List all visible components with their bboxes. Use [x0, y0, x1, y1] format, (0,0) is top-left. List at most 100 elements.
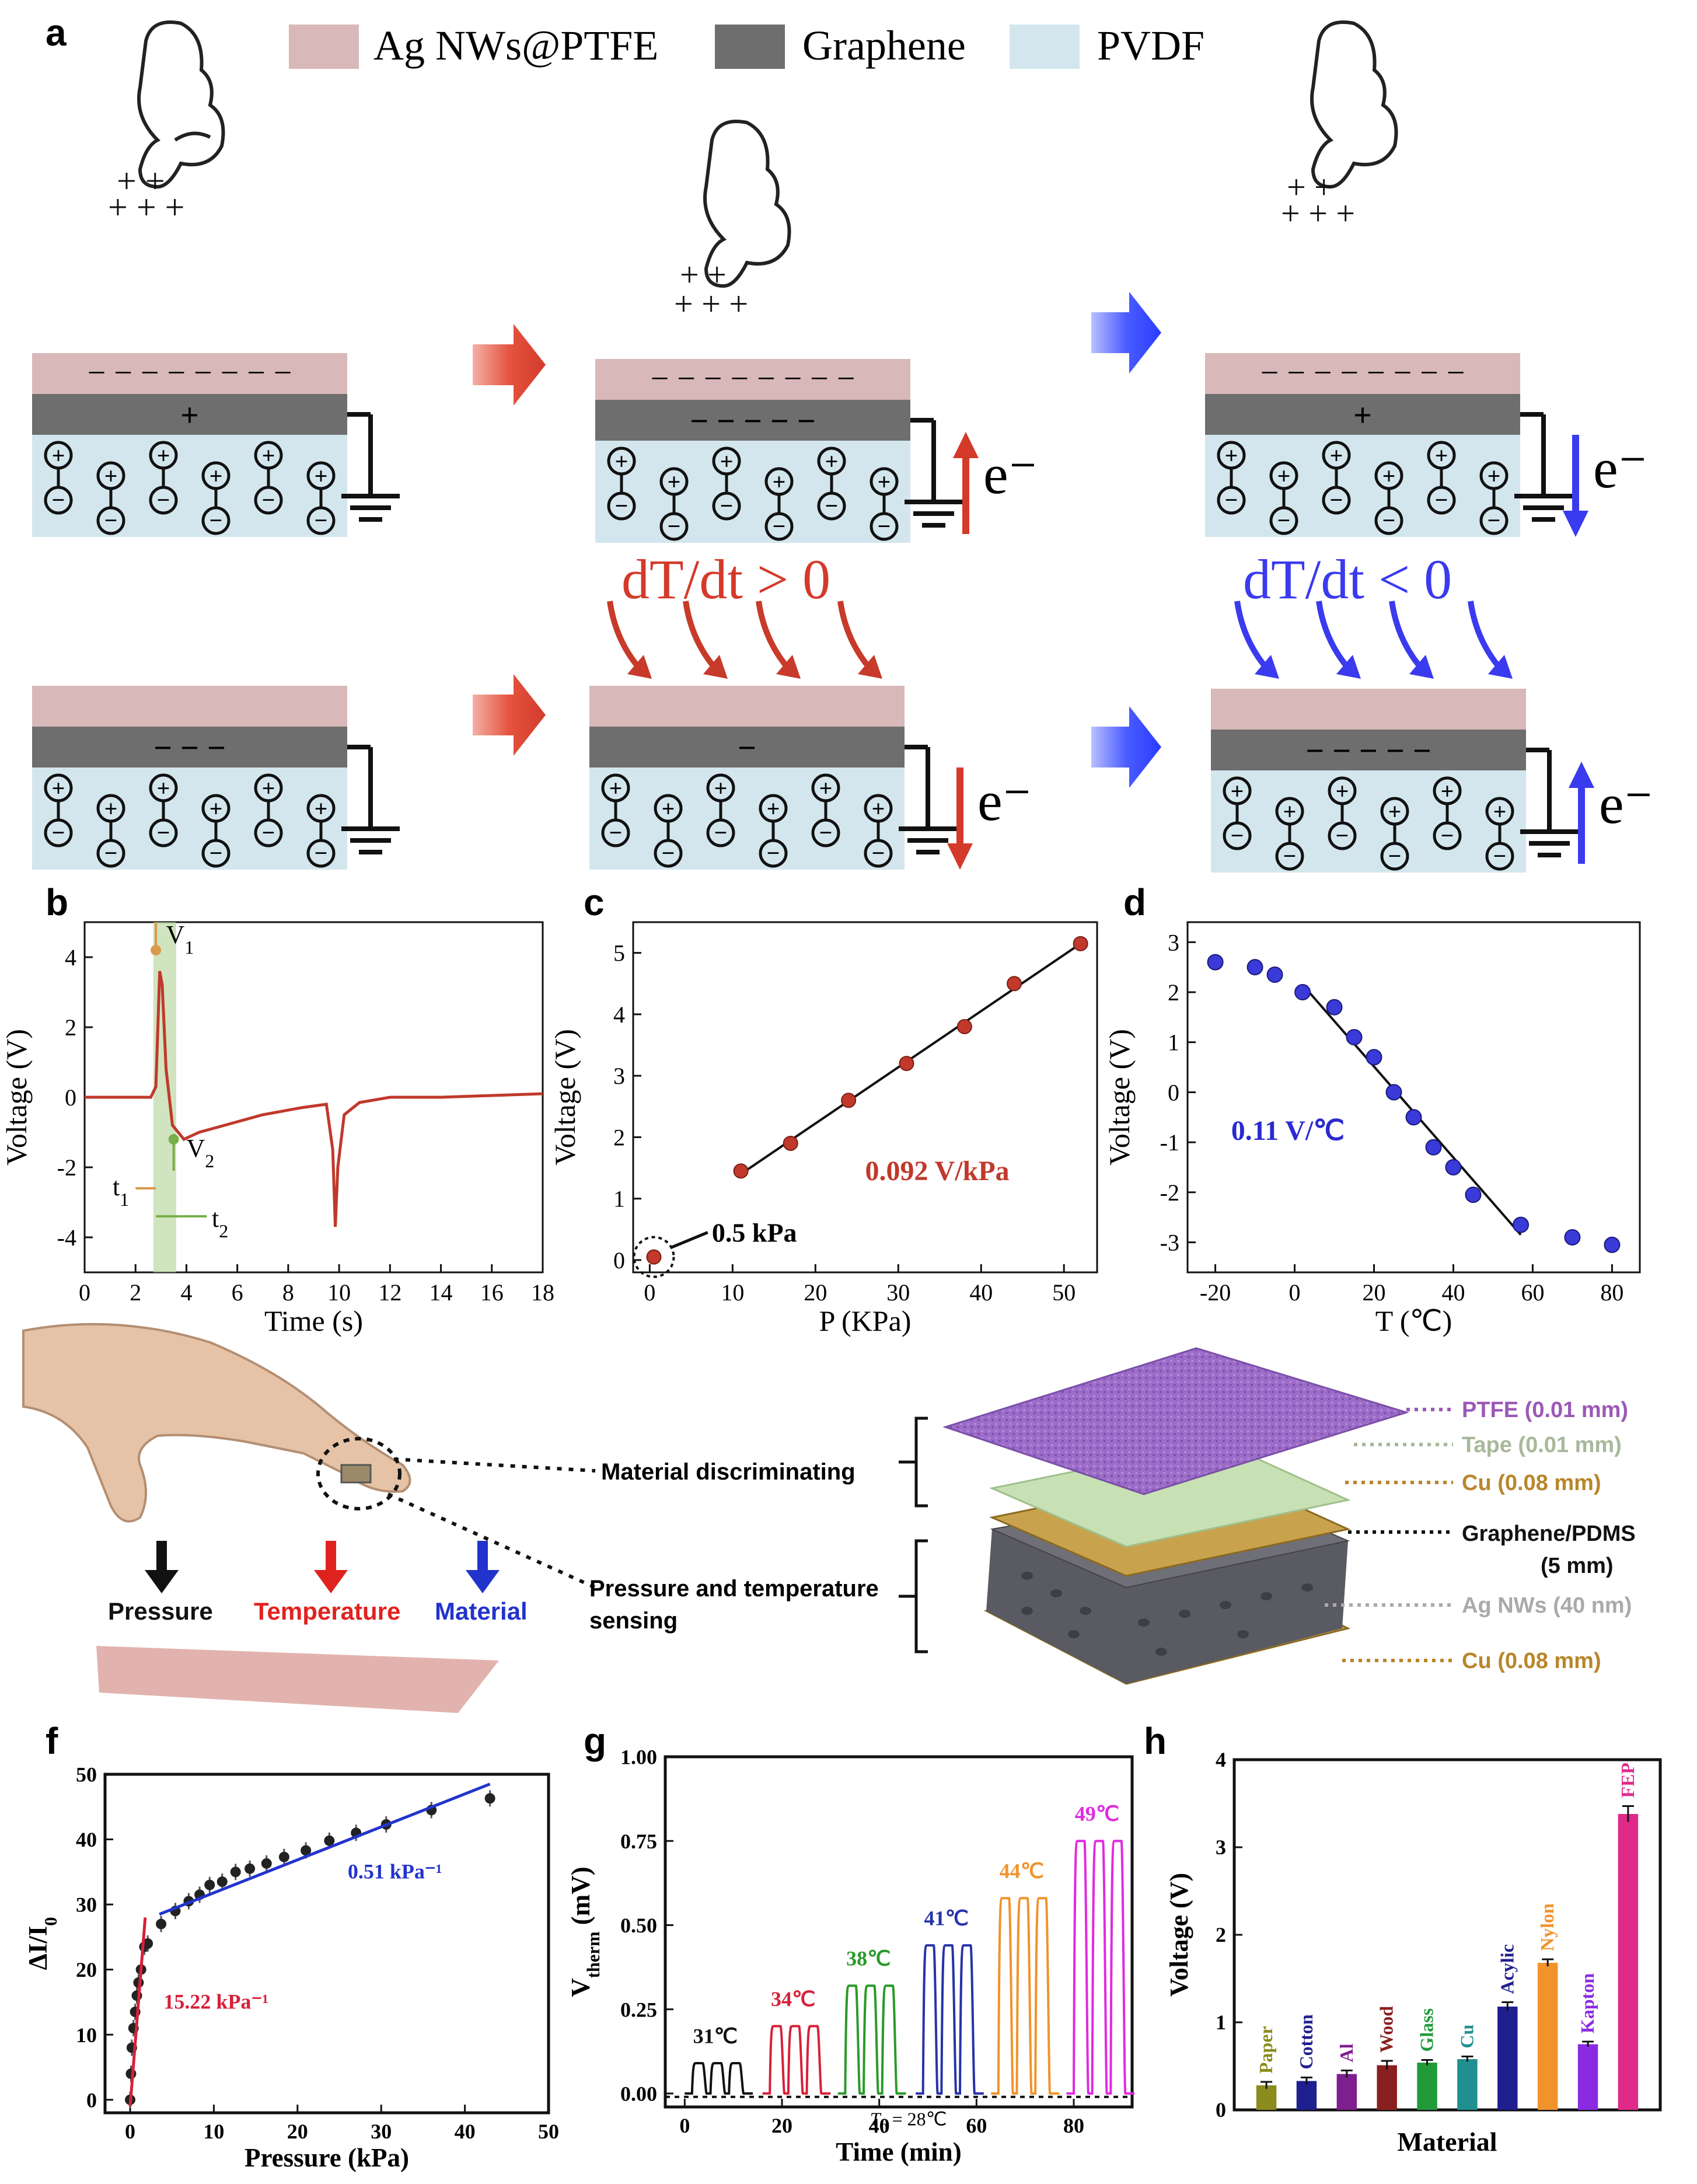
- charge-label: +: [1353, 397, 1372, 434]
- sensor-icon: [340, 1464, 372, 1484]
- heat-arrow: [837, 601, 875, 674]
- annotation-letter: V: [186, 1134, 205, 1163]
- layer-label-ptfe: PTFE (0.01 mm): [1462, 1398, 1628, 1422]
- arrow-right-icon: [473, 674, 546, 756]
- x-tick-label: 40: [969, 1279, 993, 1306]
- charge-label: − − − − −: [690, 403, 816, 439]
- dipole-minus: [254, 486, 283, 515]
- dipole-minus-sign: −: [104, 840, 118, 866]
- data-point: [125, 2068, 137, 2080]
- arrow-head-icon: [627, 655, 652, 679]
- y-tick-label: 1: [613, 1186, 625, 1212]
- sensitivity-label: 0.092 V/kPa: [865, 1156, 1010, 1187]
- legend-swatch-pvdf: [1010, 25, 1080, 69]
- x-tick-label: 20: [1363, 1279, 1386, 1306]
- dipole-minus: [759, 839, 788, 868]
- annotation-sub: 2: [219, 1220, 228, 1241]
- layer-label-cu-top: Cu (0.08 mm): [1462, 1471, 1601, 1495]
- bar-label: Nylon: [1537, 1903, 1558, 1951]
- annotation-V1: V1: [166, 920, 194, 958]
- data-point: [1564, 1229, 1581, 1245]
- heat-arrow: [683, 601, 720, 674]
- dipole-minus-sign: −: [819, 819, 833, 846]
- dipole-minus-sign: −: [104, 507, 118, 533]
- dipole-minus: [764, 512, 794, 541]
- dipole-plus-sign: +: [157, 442, 170, 469]
- dipole-minus: [1322, 486, 1351, 515]
- x-tick-label: 0: [79, 1279, 90, 1306]
- panel-a: a Ag NWs@PTFE Graphene PVDF + + + + + + …: [32, 12, 1653, 873]
- y-tick-label: 2: [1168, 979, 1179, 1006]
- dipole-minus: [1433, 821, 1462, 850]
- x-tick-label: 16: [480, 1279, 504, 1306]
- graphene-layer: [589, 727, 905, 767]
- zoom-circle-icon: [316, 1437, 401, 1510]
- series-line: [685, 2062, 753, 2095]
- dipole-minus-sign: −: [262, 819, 275, 846]
- x-tick-label: 50: [538, 2120, 559, 2143]
- dipole-minus-sign: −: [714, 819, 728, 846]
- y-tick-label: 0.25: [620, 1998, 657, 2021]
- annotation-t2: t2: [212, 1204, 228, 1241]
- dipole-minus-sign: −: [1493, 843, 1507, 869]
- annotation-letter: V: [166, 920, 185, 949]
- charge-label: − − − − − − − −: [651, 361, 856, 397]
- y-tick-label: -3: [1160, 1230, 1179, 1256]
- dipole-minus-sign: −: [1336, 822, 1349, 849]
- dipole-minus: [1223, 821, 1252, 850]
- pvdf-layer: [32, 767, 347, 870]
- bar-label: Paper: [1255, 2026, 1276, 2074]
- x-tick-label: 20: [287, 2120, 308, 2143]
- dipole-plus-sign: +: [209, 463, 223, 489]
- dipole-minus-sign: −: [1488, 507, 1501, 533]
- ptfe-layer: [32, 353, 347, 394]
- dipole-minus-sign: −: [315, 840, 328, 866]
- dipole-minus-sign: −: [878, 513, 891, 539]
- x-axis-label: T (℃): [1375, 1304, 1452, 1337]
- dipole-minus: [870, 512, 899, 541]
- data-point: [1405, 1109, 1422, 1126]
- series-line: [762, 2025, 831, 2095]
- ptfe-layer: [942, 1347, 1410, 1495]
- dipole-plus-sign: +: [209, 796, 223, 822]
- dipole-plus-sign: +: [1225, 442, 1238, 469]
- dipole-minus: [1275, 842, 1304, 871]
- fit-label-high: 0.51 kPa⁻¹: [348, 1859, 442, 1883]
- legend-label-pvdf: PVDF: [1097, 22, 1204, 69]
- threshold-label: 0.5 kPa: [712, 1217, 797, 1247]
- ptfe-layer: [589, 686, 905, 727]
- data-point: [1425, 1139, 1442, 1156]
- dipole-plus-sign: +: [1277, 463, 1291, 489]
- y-axis-label: Voltage (V): [0, 1029, 33, 1166]
- bar-label: Cotton: [1296, 2014, 1317, 2069]
- dipole-plus-sign: +: [1330, 442, 1343, 469]
- callout-material: Material discriminating: [601, 1459, 856, 1485]
- data-point: [230, 1866, 241, 1878]
- dipole-minus: [44, 486, 73, 515]
- y-tick-label: 50: [76, 1763, 97, 1787]
- y-tick-label: 40: [76, 1828, 97, 1851]
- data-point: [1266, 967, 1283, 983]
- y-tick-label: 2: [65, 1014, 76, 1041]
- data-point: [278, 1851, 289, 1862]
- label-material: Material: [435, 1597, 528, 1625]
- layer-label-cu-bottom: Cu (0.08 mm): [1462, 1649, 1601, 1673]
- y-tick-label: 0: [86, 2088, 97, 2112]
- x-tick-label: 30: [886, 1279, 910, 1306]
- dipole-minus: [811, 818, 840, 847]
- x-tick-label: 40: [869, 2114, 890, 2137]
- x-tick-label: 40: [1441, 1279, 1465, 1306]
- dipole-plus-sign: +: [315, 463, 328, 489]
- x-tick-label: 80: [1600, 1279, 1623, 1306]
- data-point: [1207, 954, 1224, 971]
- layer-label-graphene-line1: Graphene/PDMS: [1462, 1522, 1636, 1546]
- series-label: 44℃: [1000, 1859, 1044, 1883]
- x-tick-label: 12: [378, 1279, 401, 1306]
- legend-swatch-graphene: [715, 25, 785, 69]
- dipole-minus: [1328, 821, 1357, 850]
- contact-surface: [96, 1646, 499, 1713]
- ptfe-layer: [1211, 689, 1526, 730]
- y-tick-label: 10: [76, 2023, 97, 2047]
